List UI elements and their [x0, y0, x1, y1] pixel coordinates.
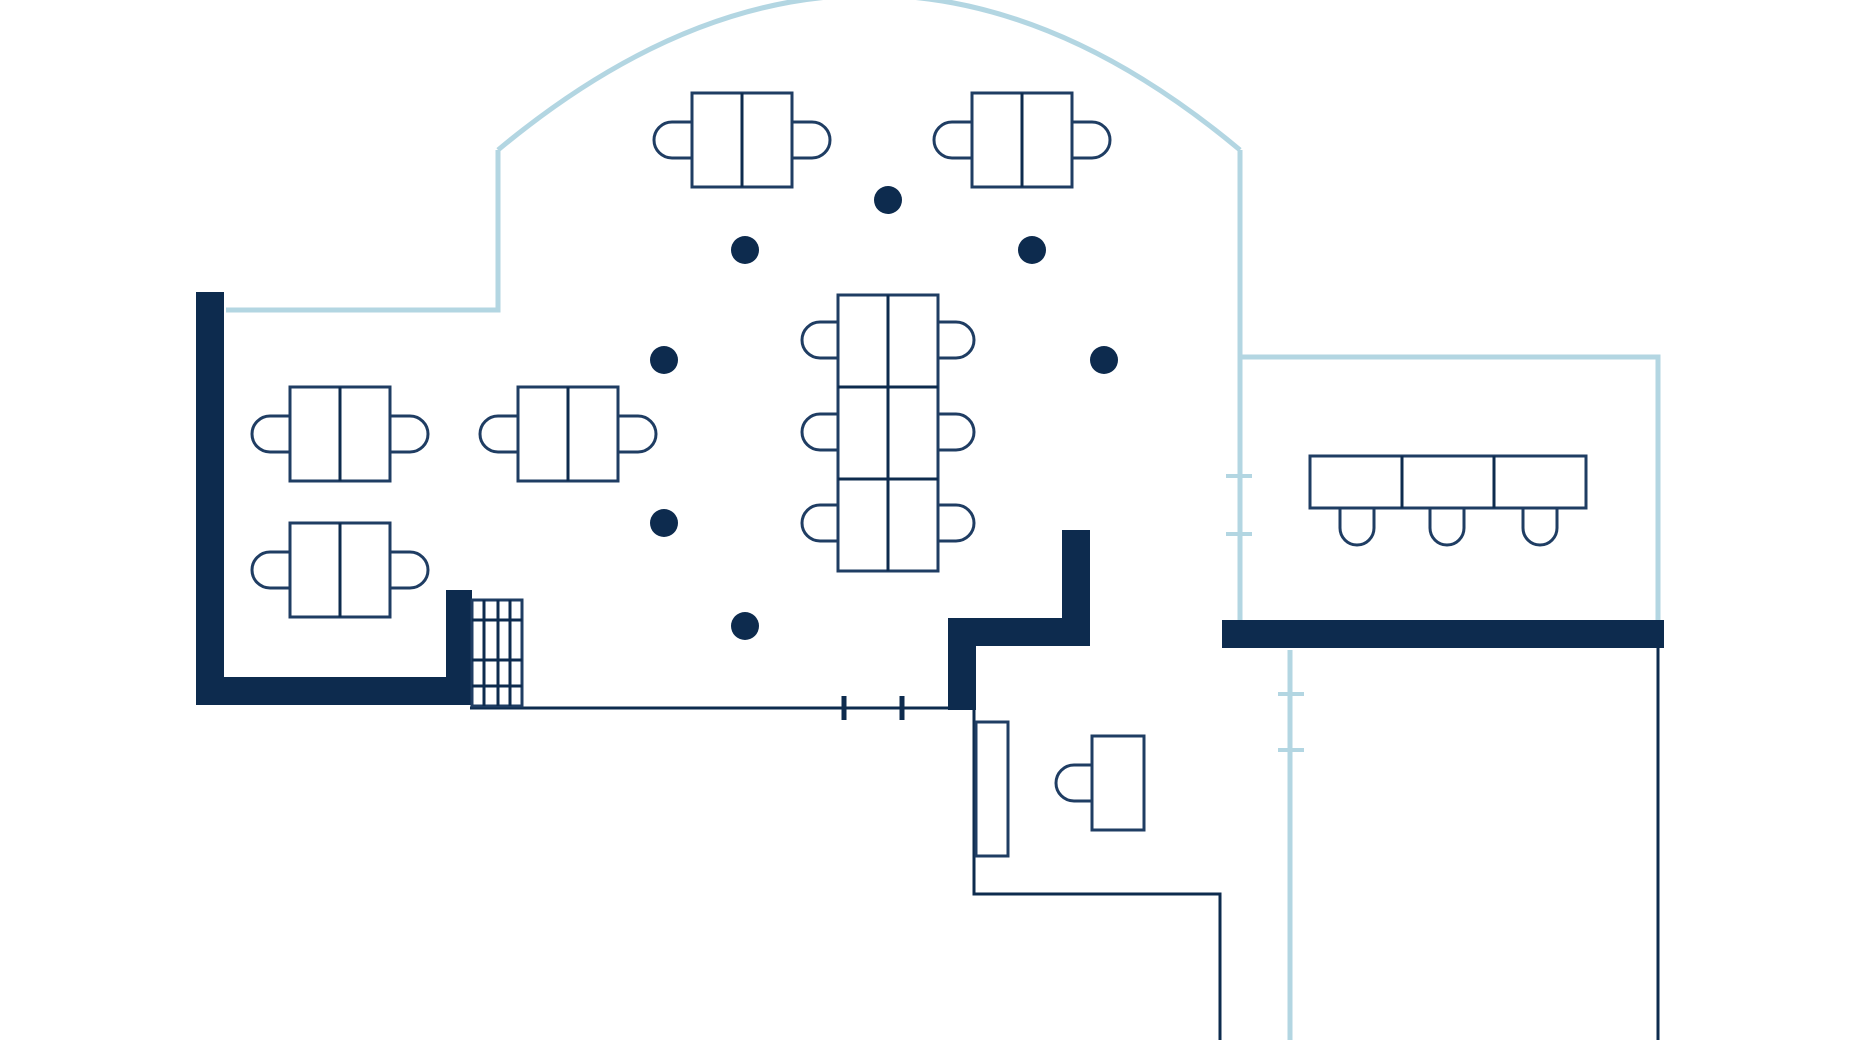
- chair: [934, 412, 976, 452]
- chair: [787, 120, 832, 160]
- glass-partitions: [226, 0, 1661, 1040]
- chair: [800, 503, 842, 543]
- central-desk-bank: [800, 293, 976, 573]
- reception-wall: [972, 708, 1222, 1040]
- double-desk: [250, 521, 430, 619]
- structural-walls: [196, 292, 1664, 710]
- chair: [934, 503, 976, 543]
- chair: [1521, 506, 1559, 547]
- column: [1018, 236, 1046, 264]
- glass-wall-meeting-room: [1240, 354, 1661, 620]
- column: [650, 509, 678, 537]
- chair: [934, 320, 976, 360]
- chair: [800, 320, 842, 360]
- wall-stub-stair: [446, 590, 472, 705]
- meeting-room-bench: [1308, 454, 1588, 547]
- wall-meeting-room-south: [1222, 620, 1664, 648]
- column: [731, 612, 759, 640]
- double-desk: [250, 385, 430, 483]
- columns: [650, 186, 1118, 640]
- chair: [1428, 506, 1466, 547]
- chair: [385, 414, 430, 454]
- double-desk: [652, 91, 832, 189]
- column: [1090, 346, 1118, 374]
- wall-west: [196, 292, 224, 705]
- chair: [385, 550, 430, 590]
- chair: [478, 414, 523, 454]
- chair: [932, 120, 977, 160]
- chair: [1054, 763, 1096, 803]
- curved-back-wall: [496, 0, 1242, 152]
- column: [731, 236, 759, 264]
- double-desk: [932, 91, 1112, 189]
- staircase: [470, 598, 524, 708]
- glass-wall-west-upper: [226, 150, 501, 313]
- chair: [652, 120, 697, 160]
- bench-outline: [1308, 454, 1588, 510]
- wall-south-west: [196, 677, 474, 705]
- column: [874, 186, 902, 214]
- chair: [1338, 506, 1376, 547]
- chair: [1067, 120, 1112, 160]
- wall-core-drop: [948, 618, 976, 710]
- single-desk: [1090, 734, 1146, 832]
- double-desk: [478, 385, 658, 483]
- column: [650, 346, 678, 374]
- chair: [250, 414, 295, 454]
- reception-nook: [974, 720, 1146, 858]
- chair: [613, 414, 658, 454]
- chair: [250, 550, 295, 590]
- reception-counter: [974, 720, 1010, 858]
- thin-walls: [470, 640, 1660, 1040]
- chair: [800, 412, 842, 452]
